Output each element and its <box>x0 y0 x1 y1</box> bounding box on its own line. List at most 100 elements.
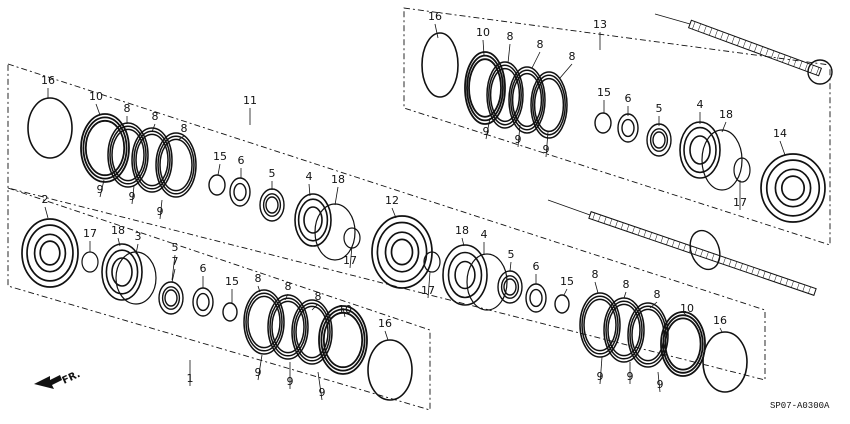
seal-ring-right-ring-0 <box>423 251 441 273</box>
countershaft-lower-spline <box>700 249 704 257</box>
clutch-end-plate-lower <box>318 305 368 375</box>
callout-middle-7-leader <box>159 199 163 220</box>
spring-retainer-top-ring-1 <box>621 118 635 138</box>
clutch-drum-lower-ring-3 <box>39 240 61 266</box>
clutch-disc-right-1-ring-2 <box>607 303 641 357</box>
countershaft-lower-spline <box>637 228 641 236</box>
countershaft-lower-spline <box>620 222 624 230</box>
clutch-disc-middle-2-ring-1 <box>157 135 195 195</box>
countershaft-lower-spline <box>683 243 686 251</box>
mainshaft-upper-spline <box>799 61 803 69</box>
o-ring-middle <box>314 203 356 261</box>
callout-lower-10-leader <box>311 303 319 311</box>
callout-lower-5: 7 <box>172 255 179 268</box>
clutch-disc-top-2-ring-1 <box>532 74 566 136</box>
countershaft-lower-spline <box>632 226 635 234</box>
spring-retainer-lower-ring-0 <box>192 287 214 317</box>
callout-lower-11: 10 <box>338 303 352 316</box>
mainshaft-upper-spline <box>725 34 730 42</box>
return-spring-right-ring-1 <box>500 275 520 299</box>
clutch-disc-top-0 <box>486 61 524 129</box>
callout-lower-12-leader <box>257 354 263 381</box>
o-ring-right <box>466 253 508 311</box>
piston-top-ring-1 <box>683 126 717 174</box>
spring-retainer-middle <box>229 177 251 207</box>
clutch-end-plate-lower-ring-0 <box>318 305 368 375</box>
return-spring-lower-ring-2 <box>164 289 178 307</box>
callout-right-9: 10 <box>680 302 694 315</box>
callout-right-5: 15 <box>560 275 574 288</box>
callout-right-10-leader <box>599 356 603 385</box>
callout-frame-top: 13 <box>593 18 607 31</box>
return-spring-top-ring-2 <box>652 131 666 149</box>
callout-lower-3: 3 <box>135 230 142 243</box>
callout-top-12: 18 <box>719 108 733 121</box>
piston-right <box>442 244 488 306</box>
countershaft-lower-spline <box>757 269 760 277</box>
callout-top-7-leader <box>545 131 549 158</box>
clutch-drum-lower <box>21 218 79 288</box>
callout-lower-9-leader <box>284 293 289 301</box>
callout-middle-10: 5 <box>269 167 276 180</box>
clutch-disc-top-2 <box>530 71 568 139</box>
clutch-drum-top <box>760 153 826 223</box>
mainshaft-upper-spline <box>759 46 763 55</box>
clutch-disc-middle-1-ring-0 <box>131 127 173 193</box>
callout-right-6: 8 <box>592 268 599 281</box>
callout-top-5: 9 <box>483 125 490 138</box>
snap-ring-right <box>702 331 748 393</box>
callout-middle-1-leader <box>95 103 101 116</box>
callout-middle-3: 8 <box>152 110 159 123</box>
callout-middle-5: 9 <box>97 183 104 196</box>
countershaft-lower-spline <box>768 273 772 280</box>
spring-retainer-top-ring-0 <box>617 113 639 143</box>
return-spring-lower <box>158 281 184 315</box>
callout-right-13: 16 <box>713 314 727 327</box>
callout-top-14: 17 <box>733 196 747 209</box>
piston-top <box>679 121 721 179</box>
mainshaft-upper-spline <box>709 27 713 36</box>
callout-lower-15: 16 <box>378 317 392 330</box>
callout-middle-8-leader <box>217 163 221 176</box>
clutch-drum-top-ring-0 <box>760 153 826 223</box>
callout-top-9: 6 <box>625 92 632 105</box>
mainshaft-upper-spline <box>787 56 792 65</box>
callout-right-10: 9 <box>597 370 604 383</box>
callout-middle-14-leader <box>391 207 397 219</box>
return-spring-middle <box>259 188 285 222</box>
callout-middle-4: 8 <box>181 122 188 135</box>
clutch-disc-top-2-ring-0 <box>530 71 568 139</box>
return-spring-middle-ring-2 <box>265 196 279 214</box>
spring-retainer-right <box>525 283 547 313</box>
callout-right-12: 9 <box>657 378 664 391</box>
callout-middle-12-leader <box>334 186 339 206</box>
callout-top-11: 4 <box>697 98 704 111</box>
countershaft-lower-spline <box>796 282 800 290</box>
callout-top-1: 10 <box>476 26 490 39</box>
o-ring-lower-ring-0 <box>115 251 157 305</box>
callout-right-7: 8 <box>623 278 630 291</box>
mainshaft-upper-spline <box>720 31 724 40</box>
countershaft-lower-spline <box>615 220 618 228</box>
clutch-disc-lower-2-ring-0 <box>291 299 333 365</box>
clutch-disc-lower-0-ring-1 <box>245 292 283 352</box>
clutch-disc-right-2-ring-1 <box>629 305 667 365</box>
callout-top-3-leader <box>531 51 541 69</box>
seal-ring-middle <box>343 227 361 249</box>
clutch-end-plate-lower-ring-2 <box>322 311 364 369</box>
clutch-end-plate-top-ring-0 <box>464 51 506 125</box>
callout-top-6-leader <box>517 124 521 148</box>
circlip-lower <box>222 302 238 322</box>
callout-lower-2-leader <box>117 237 121 247</box>
piston-right-ring-2 <box>454 260 476 290</box>
spring-retainer-lower-ring-1 <box>196 292 210 312</box>
countershaft-lower-spline <box>694 247 698 255</box>
circlip-top <box>594 112 612 134</box>
callout-lower-15-leader <box>384 330 389 341</box>
callout-middle-1: 10 <box>89 90 103 103</box>
clutch-disc-lower-2-ring-2 <box>295 305 329 359</box>
countershaft-lower-spline <box>802 284 806 292</box>
mainshaft-upper-spline <box>731 36 735 44</box>
return-spring-middle-ring-1 <box>262 193 282 217</box>
